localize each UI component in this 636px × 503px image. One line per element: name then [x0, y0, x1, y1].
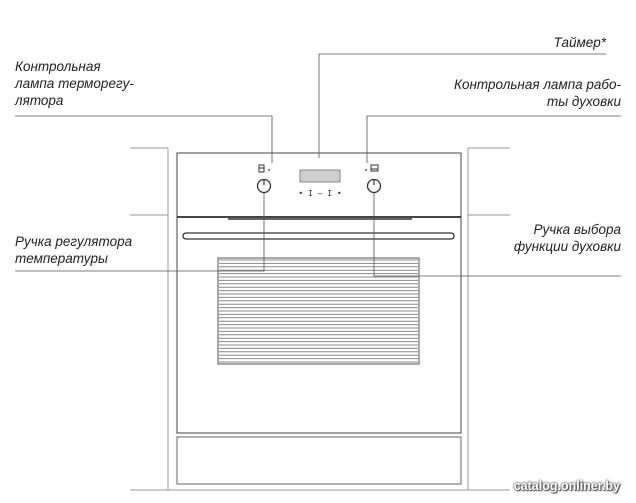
oven-lamp-icon [365, 164, 379, 172]
oven-window [219, 259, 418, 363]
oven-lamp-label-line: Контрольная лампа рабо- [454, 77, 621, 92]
function-knob-label-line: функции духовки [513, 239, 621, 254]
cabinet [130, 147, 510, 491]
thermostat-lamp-icon [258, 164, 270, 173]
function-knob-label-line: Ручка выбора [533, 222, 621, 237]
leader-lines [15, 53, 621, 277]
function-knob-icon[interactable] [366, 178, 382, 194]
timer-label-text: Таймер* [553, 35, 607, 50]
timer-label: Таймер* [480, 34, 607, 51]
watermark: catalog.onliner.by [513, 479, 620, 493]
oven-lamp-label-line: ты духовки [546, 94, 621, 109]
door-handle[interactable] [182, 232, 455, 240]
temperature-knob-icon[interactable] [256, 178, 272, 194]
temperature-knob-label: Ручка регулятора температуры [15, 233, 132, 267]
function-knob-label: Ручка выбора функции духовки [470, 221, 621, 255]
thermostat-lamp-label: Контрольная лампа терморегу- лятора [15, 58, 134, 109]
thermostat-lamp-label-line: лятора [15, 93, 64, 108]
timer-buttons: • I — I • [298, 189, 341, 198]
thermostat-lamp-label-line: лампа терморегу- [15, 76, 134, 91]
timer-display [299, 169, 341, 183]
thermostat-lamp-label-line: Контрольная [15, 59, 101, 74]
temperature-knob-label-line: температуры [15, 251, 108, 266]
oven-body [176, 152, 462, 485]
oven-lamp-label: Контрольная лампа рабо- ты духовки [400, 76, 621, 110]
temperature-knob-label-line: Ручка регулятора [15, 234, 133, 249]
